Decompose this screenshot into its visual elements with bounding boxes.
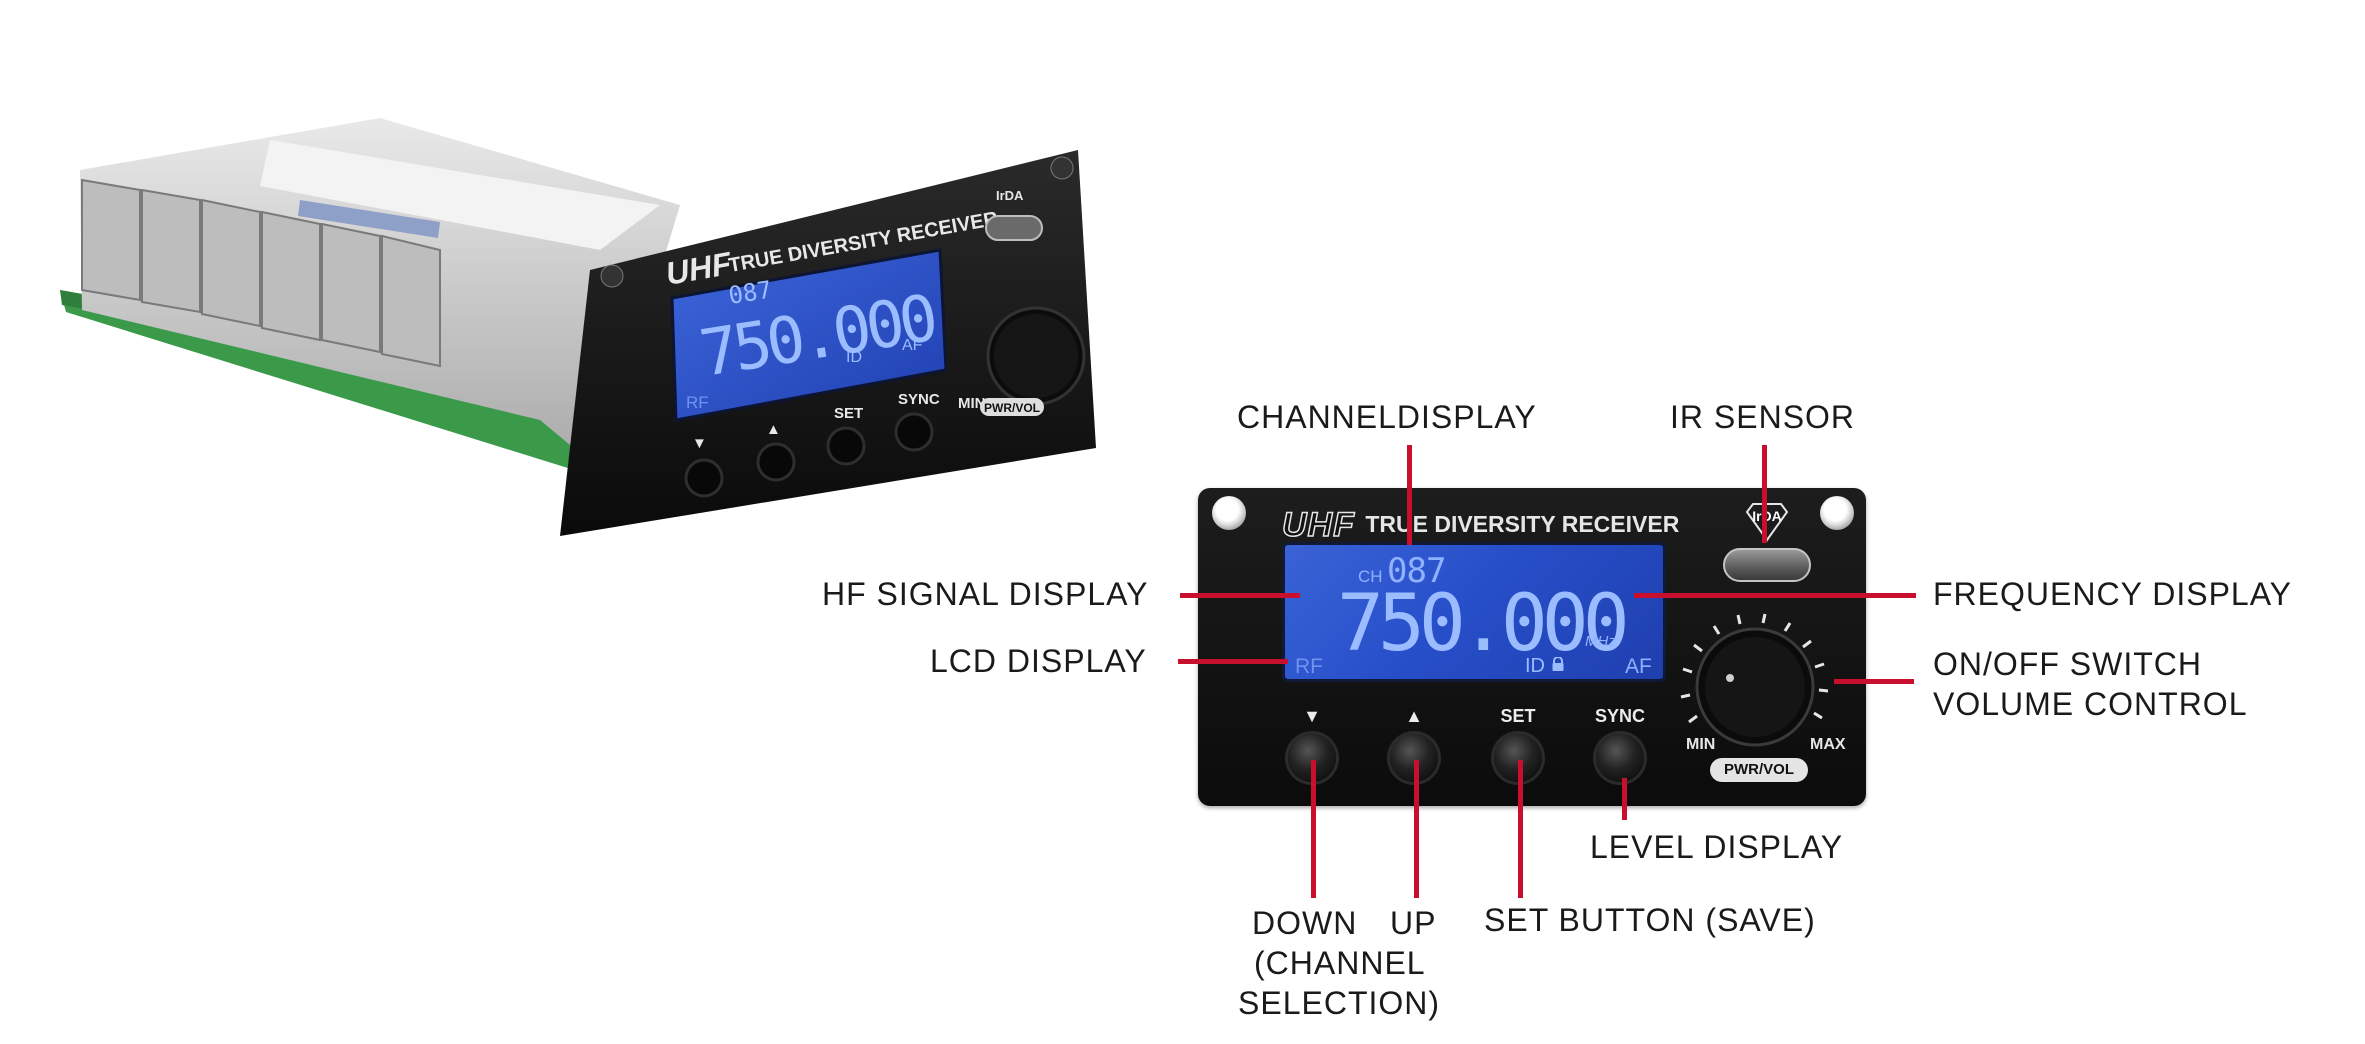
leader-hf-signal [1180, 593, 1300, 598]
label-channel-display: CHANNELDISPLAY [1237, 399, 1537, 435]
knob-max-label: MAX [1810, 736, 1846, 753]
label-lcd-display: LCD DISPLAY [930, 643, 1147, 679]
leader-frequency [1634, 593, 1916, 598]
svg-text:RF: RF [686, 393, 709, 412]
svg-text:AF: AF [902, 337, 923, 354]
set-button-label: SET [1500, 706, 1536, 726]
channel-label: CH [1358, 567, 1383, 586]
volume-knob[interactable] [1680, 612, 1830, 762]
leader-onoff [1834, 679, 1914, 684]
leader-level [1622, 778, 1627, 820]
label-set-button: SET BUTTON (SAVE) [1484, 902, 1816, 938]
svg-text:▼: ▼ [692, 435, 707, 452]
panel-screw-left [1212, 496, 1246, 530]
label-volume-control: VOLUME CONTROL [1933, 686, 2248, 722]
pwr-vol-badge: PWR/VOL [1710, 758, 1808, 782]
leader-down [1311, 760, 1316, 898]
irda-label: IrDA [1752, 508, 1782, 524]
svg-text:IrDA: IrDA [996, 188, 1024, 203]
down-button-label: ▼ [1303, 706, 1321, 726]
label-selection: SELECTION) [1238, 985, 1441, 1021]
model-text: TRUE DIVERSITY RECEIVER [1365, 511, 1680, 537]
label-level-display: LEVEL DISPLAY [1590, 829, 1844, 865]
leader-lcd [1178, 659, 1288, 664]
panel-screw-right [1820, 496, 1854, 530]
label-onoff-switch: ON/OFF SWITCH [1933, 646, 2202, 682]
module-lcd [670, 248, 948, 422]
sync-button-label: SYNC [1594, 706, 1645, 726]
uhf-logo: UHF [1281, 505, 1355, 545]
af-indicator: AF [1625, 655, 1652, 678]
svg-text:SET: SET [834, 405, 863, 422]
up-button-label: ▲ [1405, 706, 1423, 726]
ir-sensor-window [1723, 548, 1811, 582]
brand-label: UHF TRUE DIVERSITY RECEIVER [1281, 505, 1680, 545]
irda-icon [1745, 503, 1789, 542]
svg-text:ID: ID [846, 349, 862, 366]
lock-icon [1552, 657, 1564, 671]
leader-channel-display [1407, 445, 1412, 545]
leader-ir-sensor [1762, 445, 1767, 543]
knob-min-label: MIN [1686, 736, 1716, 753]
svg-text:▲: ▲ [766, 421, 781, 438]
lcd-display: CH 087 750.000 MHz RF ID AF [1282, 542, 1666, 682]
sync-button[interactable] [1596, 734, 1644, 782]
leader-up [1414, 760, 1419, 898]
label-hf-signal-display: HF SIGNAL DISPLAY [822, 576, 1149, 612]
label-down: DOWN [1252, 905, 1358, 941]
label-channel-open: (CHANNEL [1254, 945, 1426, 981]
channel-value: 087 [1387, 551, 1446, 591]
frequency-value: 750.000 [1337, 579, 1630, 669]
id-indicator: ID [1525, 655, 1545, 677]
front-panel: UHF TRUE DIVERSITY RECEIVER CH 087 750.0… [1198, 488, 1866, 806]
label-ir-sensor: IR SENSOR [1670, 399, 1856, 435]
receiver-module-photo: UHF TRUE DIVERSITY RECEIVER 750.000 087 … [60, 118, 1096, 536]
frequency-unit: MHz [1585, 633, 1616, 650]
label-frequency-display: FREQUENCY DISPLAY [1933, 576, 2293, 612]
svg-text:MIN: MIN [958, 395, 986, 412]
rf-indicator: RF [1295, 655, 1323, 678]
svg-text:PWR/VOL: PWR/VOL [984, 401, 1040, 415]
svg-text:SYNC: SYNC [898, 391, 940, 408]
label-up: UP [1390, 905, 1437, 941]
svg-text:087: 087 [727, 275, 774, 309]
leader-set [1518, 760, 1523, 898]
